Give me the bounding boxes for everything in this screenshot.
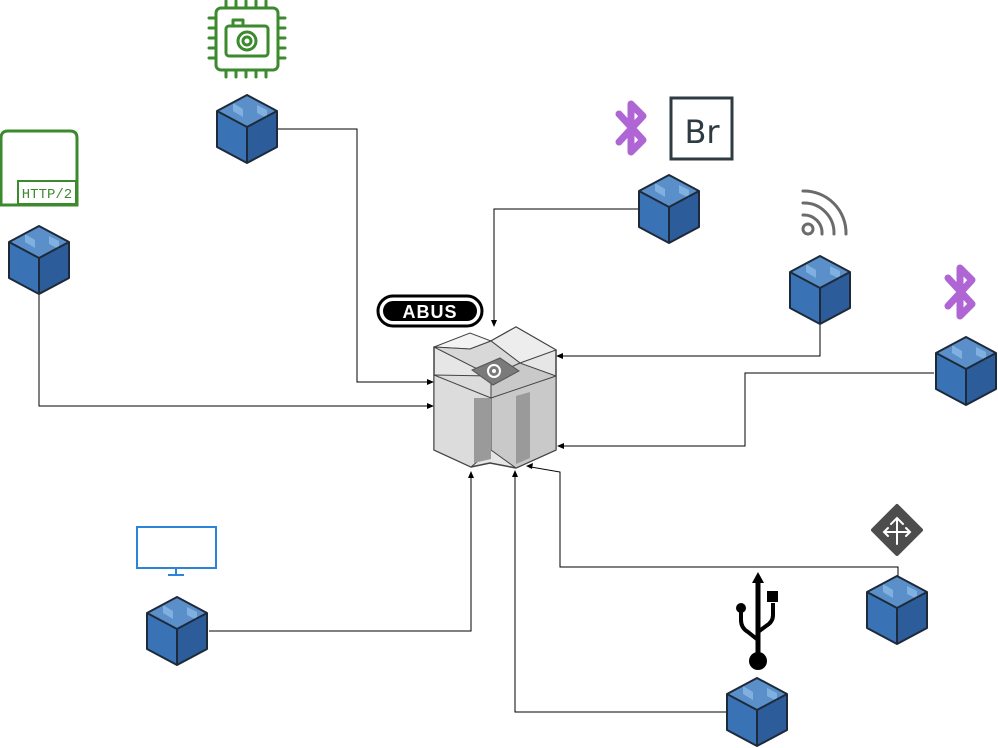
usb-node[interactable] [726,677,788,747]
http2-node[interactable] [8,225,70,295]
link-wifi-hub [562,324,821,357]
link-camera-hub [278,128,428,383]
arrowhead-bluetooth [557,443,564,449]
br-badge-icon: Br [669,96,734,161]
link-http2-hub [38,292,428,407]
arrowhead-usb [512,470,518,477]
hub-box[interactable] [433,326,558,469]
router-direction-icon [871,504,923,556]
router-node[interactable] [866,575,928,645]
connectors [38,128,934,713]
arrowhead-display [468,471,474,478]
arrowhead-camera [427,379,434,385]
abus-logo-text: ABUS [402,302,457,322]
arrowhead-http2 [427,403,434,409]
camera-chip-icon [207,0,287,79]
wifi-signal-icon [801,189,848,236]
bluetooth-icon-right [948,268,972,316]
display-node[interactable] [146,596,208,666]
wifi-node[interactable] [789,255,851,325]
gear-icon [487,364,501,378]
link-bluetooth-hub [563,372,934,447]
abus-logo: ABUS [376,294,484,328]
camera-node[interactable] [216,94,278,164]
bluetooth-bridge-node[interactable] [638,174,700,244]
arrowhead-wifi [556,353,563,359]
http2-badge-label: HTTP/2 [22,187,72,203]
link-display-hub [209,477,472,632]
monitor-icon [136,526,217,576]
bluetooth-node[interactable] [935,336,997,406]
http2-badge-icon: HTTP/2 [0,129,79,207]
br-badge-label: Br [684,113,720,151]
arrowhead-bridge [491,320,497,327]
link-usb-hub [514,476,726,713]
bluetooth-icon-top [619,104,643,152]
link-bridge-hub [493,208,638,321]
usb-icon [736,572,778,670]
arrowhead-router [526,463,533,469]
link-router-hub [530,466,899,577]
